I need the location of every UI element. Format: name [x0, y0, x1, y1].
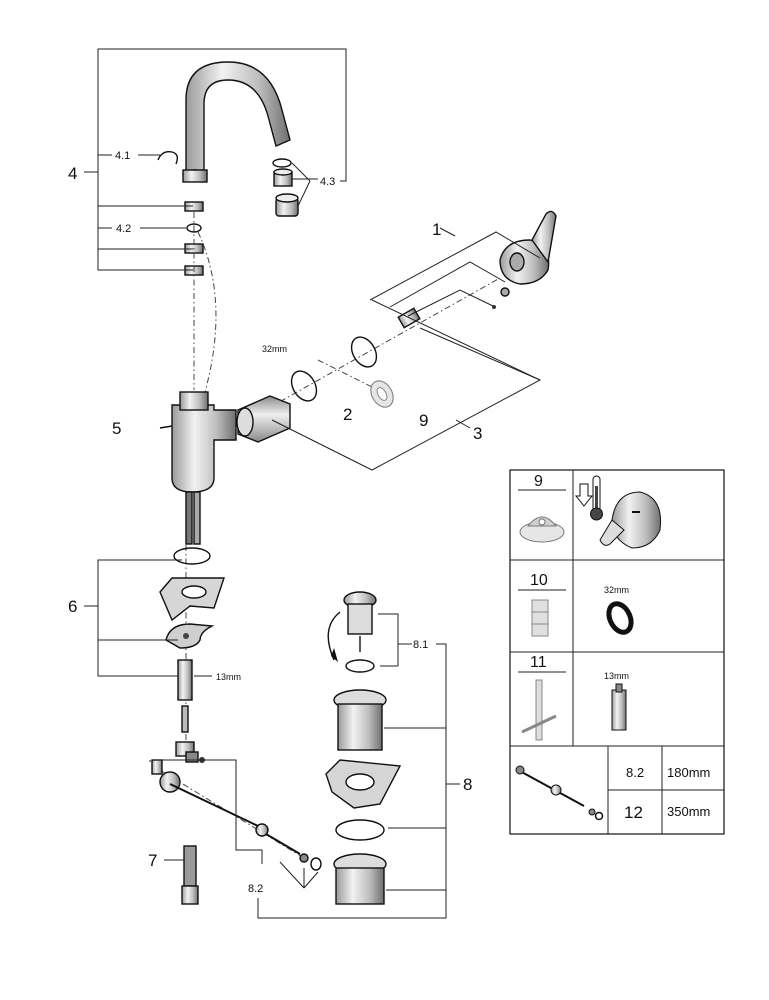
legend-11-rod	[611, 683, 627, 731]
legend-10-size: 32mm	[604, 585, 629, 595]
callout-8: 8	[463, 775, 472, 794]
callout-4-3: 4.3	[320, 176, 335, 188]
spout	[182, 61, 291, 183]
callout-4-1: 4.1	[115, 150, 130, 162]
callout-7: 7	[148, 851, 157, 870]
lever-handle	[499, 210, 557, 285]
callout-4-bracket	[84, 48, 347, 271]
tools-legend: 9 10 32mm	[509, 469, 725, 835]
faucet-body	[159, 391, 237, 545]
waste-body	[333, 689, 387, 751]
cartridge-seal-9	[370, 380, 394, 408]
aerator-housing	[275, 193, 299, 217]
cartridge-ring	[290, 370, 318, 402]
base-o-ring	[173, 547, 211, 565]
callout-6-bracket	[84, 559, 212, 677]
legend-11-tool	[521, 679, 557, 741]
rod-code-0: 8.2	[626, 765, 644, 780]
popup-plug	[327, 591, 377, 673]
callout-8-bracket	[257, 613, 460, 919]
waste-tailpiece	[333, 853, 387, 905]
supply-hose	[164, 845, 199, 905]
legend-9-seal	[519, 516, 565, 543]
thermometer-icon	[590, 475, 603, 521]
legend-9-number: 9	[534, 473, 543, 490]
rod-length-1: 350mm	[667, 804, 710, 819]
rod-length-0: 180mm	[667, 765, 710, 780]
assembly-line-lever	[232, 277, 501, 429]
arrow-down-icon	[574, 483, 594, 507]
callout-4-2: 4.2	[116, 223, 131, 235]
threaded-rod	[177, 659, 193, 733]
ring-32mm-label: 32mm	[262, 344, 287, 354]
callout-3: 3	[473, 424, 482, 443]
callout-5: 5	[112, 419, 121, 438]
legend-11-size: 13mm	[604, 671, 629, 681]
lever-screw	[492, 287, 510, 309]
waste-gasket	[335, 819, 385, 841]
spout-o-ring	[186, 223, 202, 233]
waste-washer	[325, 759, 402, 809]
callout-8-1: 8.1	[413, 639, 428, 651]
mounting-washer	[159, 577, 225, 622]
legend-10-tool	[531, 599, 549, 637]
rod-13mm-label: 13mm	[216, 672, 241, 682]
assembly-line-hose	[197, 231, 217, 393]
legend-pull-rod	[515, 765, 604, 821]
lever-temperature-illustration	[599, 491, 662, 549]
callout-2: 2	[343, 405, 352, 424]
pull-rod	[169, 783, 322, 871]
callout-1-3-lines	[271, 227, 542, 471]
spout-seal-ring	[272, 158, 292, 168]
legend-10-number: 10	[530, 572, 548, 589]
callout-8-2: 8.2	[248, 883, 263, 895]
mounting-plate	[165, 623, 215, 649]
cartridge	[236, 395, 291, 443]
callout-8-2-lines	[149, 759, 319, 889]
legend-10-ring	[606, 601, 634, 635]
callout-1: 1	[432, 220, 441, 239]
callout-4: 4	[68, 164, 77, 183]
callout-6: 6	[68, 597, 77, 616]
cover-nut	[350, 336, 378, 368]
callout-9: 9	[419, 411, 428, 430]
aerator-insert	[273, 168, 293, 187]
legend-11-number: 11	[530, 654, 547, 671]
spout-clip	[157, 150, 179, 165]
rod-code-1: 12	[624, 803, 643, 822]
